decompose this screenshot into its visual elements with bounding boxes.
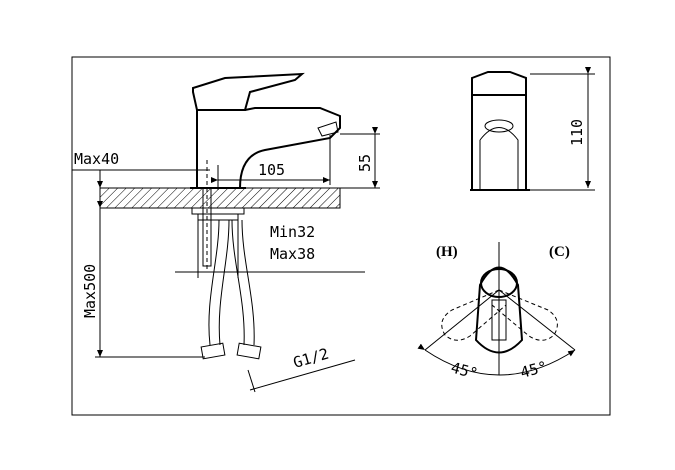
hose-left	[208, 219, 230, 346]
top-view: (H) (C) 45° 45°	[417, 242, 576, 383]
angle-right-value: 45°	[518, 357, 549, 381]
cold-label: (C)	[549, 244, 570, 260]
mounting-nut-bottom	[197, 213, 239, 221]
hose-fitting-left	[200, 342, 226, 360]
thread-leader-tick	[247, 369, 256, 393]
handle-position-right	[491, 289, 558, 341]
handle-center-slot	[491, 299, 507, 341]
hose-fitting-right	[236, 342, 262, 360]
hole-max-value: Max38	[270, 245, 315, 263]
reach-value: 105	[258, 161, 285, 179]
countertop	[99, 187, 341, 209]
spout-height-value: 55	[356, 154, 374, 172]
hole-min-value: Min32	[270, 223, 315, 241]
handle-position-left	[441, 289, 507, 341]
faucet-handle	[192, 72, 305, 111]
faucet-body	[196, 107, 341, 189]
hose-length-value: Max500	[81, 264, 99, 318]
front-aerator	[484, 119, 514, 133]
thread-leader	[249, 359, 356, 391]
hose-right	[231, 219, 255, 346]
angle-left-value: 45°	[449, 358, 480, 382]
angle-ray-left	[424, 289, 500, 351]
hot-label: (H)	[436, 244, 458, 260]
side-view: 105 55 Max40 Min32 Max38 Max500 G1/2	[72, 72, 380, 393]
angle-arc	[417, 343, 576, 376]
front-view: 110	[470, 67, 595, 191]
thread-value: G1/2	[291, 345, 331, 372]
front-body	[471, 95, 527, 190]
total-height-value: 110	[568, 119, 586, 146]
mounting-nut-top	[191, 207, 245, 215]
angle-ray-right	[498, 289, 576, 351]
front-spout-curve	[479, 127, 519, 190]
front-handle	[471, 71, 527, 96]
aerator	[317, 121, 339, 137]
max-deck-value: Max40	[74, 150, 119, 168]
drawing-frame	[71, 56, 611, 416]
